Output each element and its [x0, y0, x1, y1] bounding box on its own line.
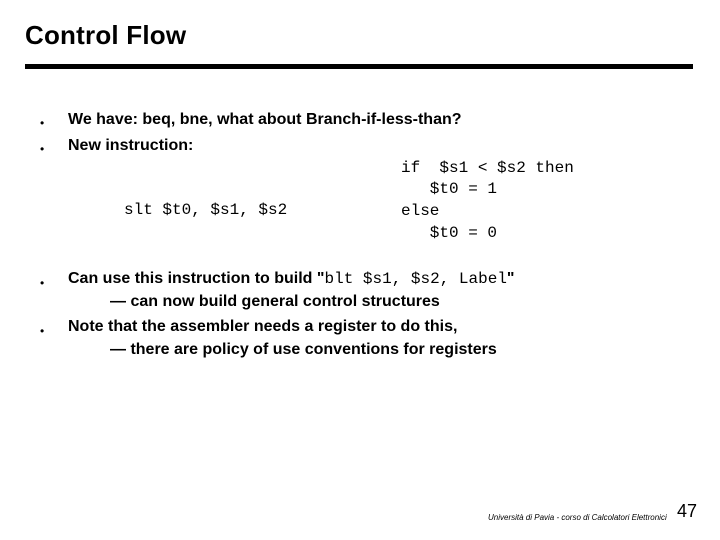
blt-code: blt $s1, $s2, Label [324, 270, 507, 288]
footer-text: Università di Pavia - corso di Calcolato… [488, 513, 667, 522]
slt-instruction: slt $t0, $s1, $s2 [124, 201, 288, 219]
quote-open: " [316, 270, 325, 287]
bullet-text-4: Note that the assembler needs a register… [68, 318, 458, 335]
slide-title: Control Flow [25, 20, 187, 50]
pseudocode-line-3: else [401, 202, 440, 220]
pseudocode-line-2: $t0 = 1 [401, 180, 498, 198]
pseudocode-line-4: $t0 = 0 [401, 224, 498, 242]
bullet-marker-4: • [40, 324, 45, 338]
bullet-sub-3: — can now build general control structur… [110, 293, 440, 310]
pseudocode-line-1: if $s1 < $s2 then [401, 159, 574, 177]
bullet-marker-1: • [40, 116, 45, 130]
bullet-text-1: We have: beq, bne, what about Branch-if-… [68, 111, 462, 128]
bullet-text-3-prefix: Can use this instruction to build [68, 270, 317, 287]
quote-close: " [506, 270, 515, 287]
bullet-text-3: Can use this instruction to build "blt $… [68, 270, 515, 288]
bullet-sub-4: — there are policy of use conventions fo… [110, 341, 497, 358]
page-number: 47 [677, 501, 698, 521]
bullet-marker-2: • [40, 142, 45, 156]
bullet-marker-3: • [40, 276, 45, 290]
title-divider [25, 64, 693, 69]
bullet-text-2: New instruction: [68, 137, 194, 154]
